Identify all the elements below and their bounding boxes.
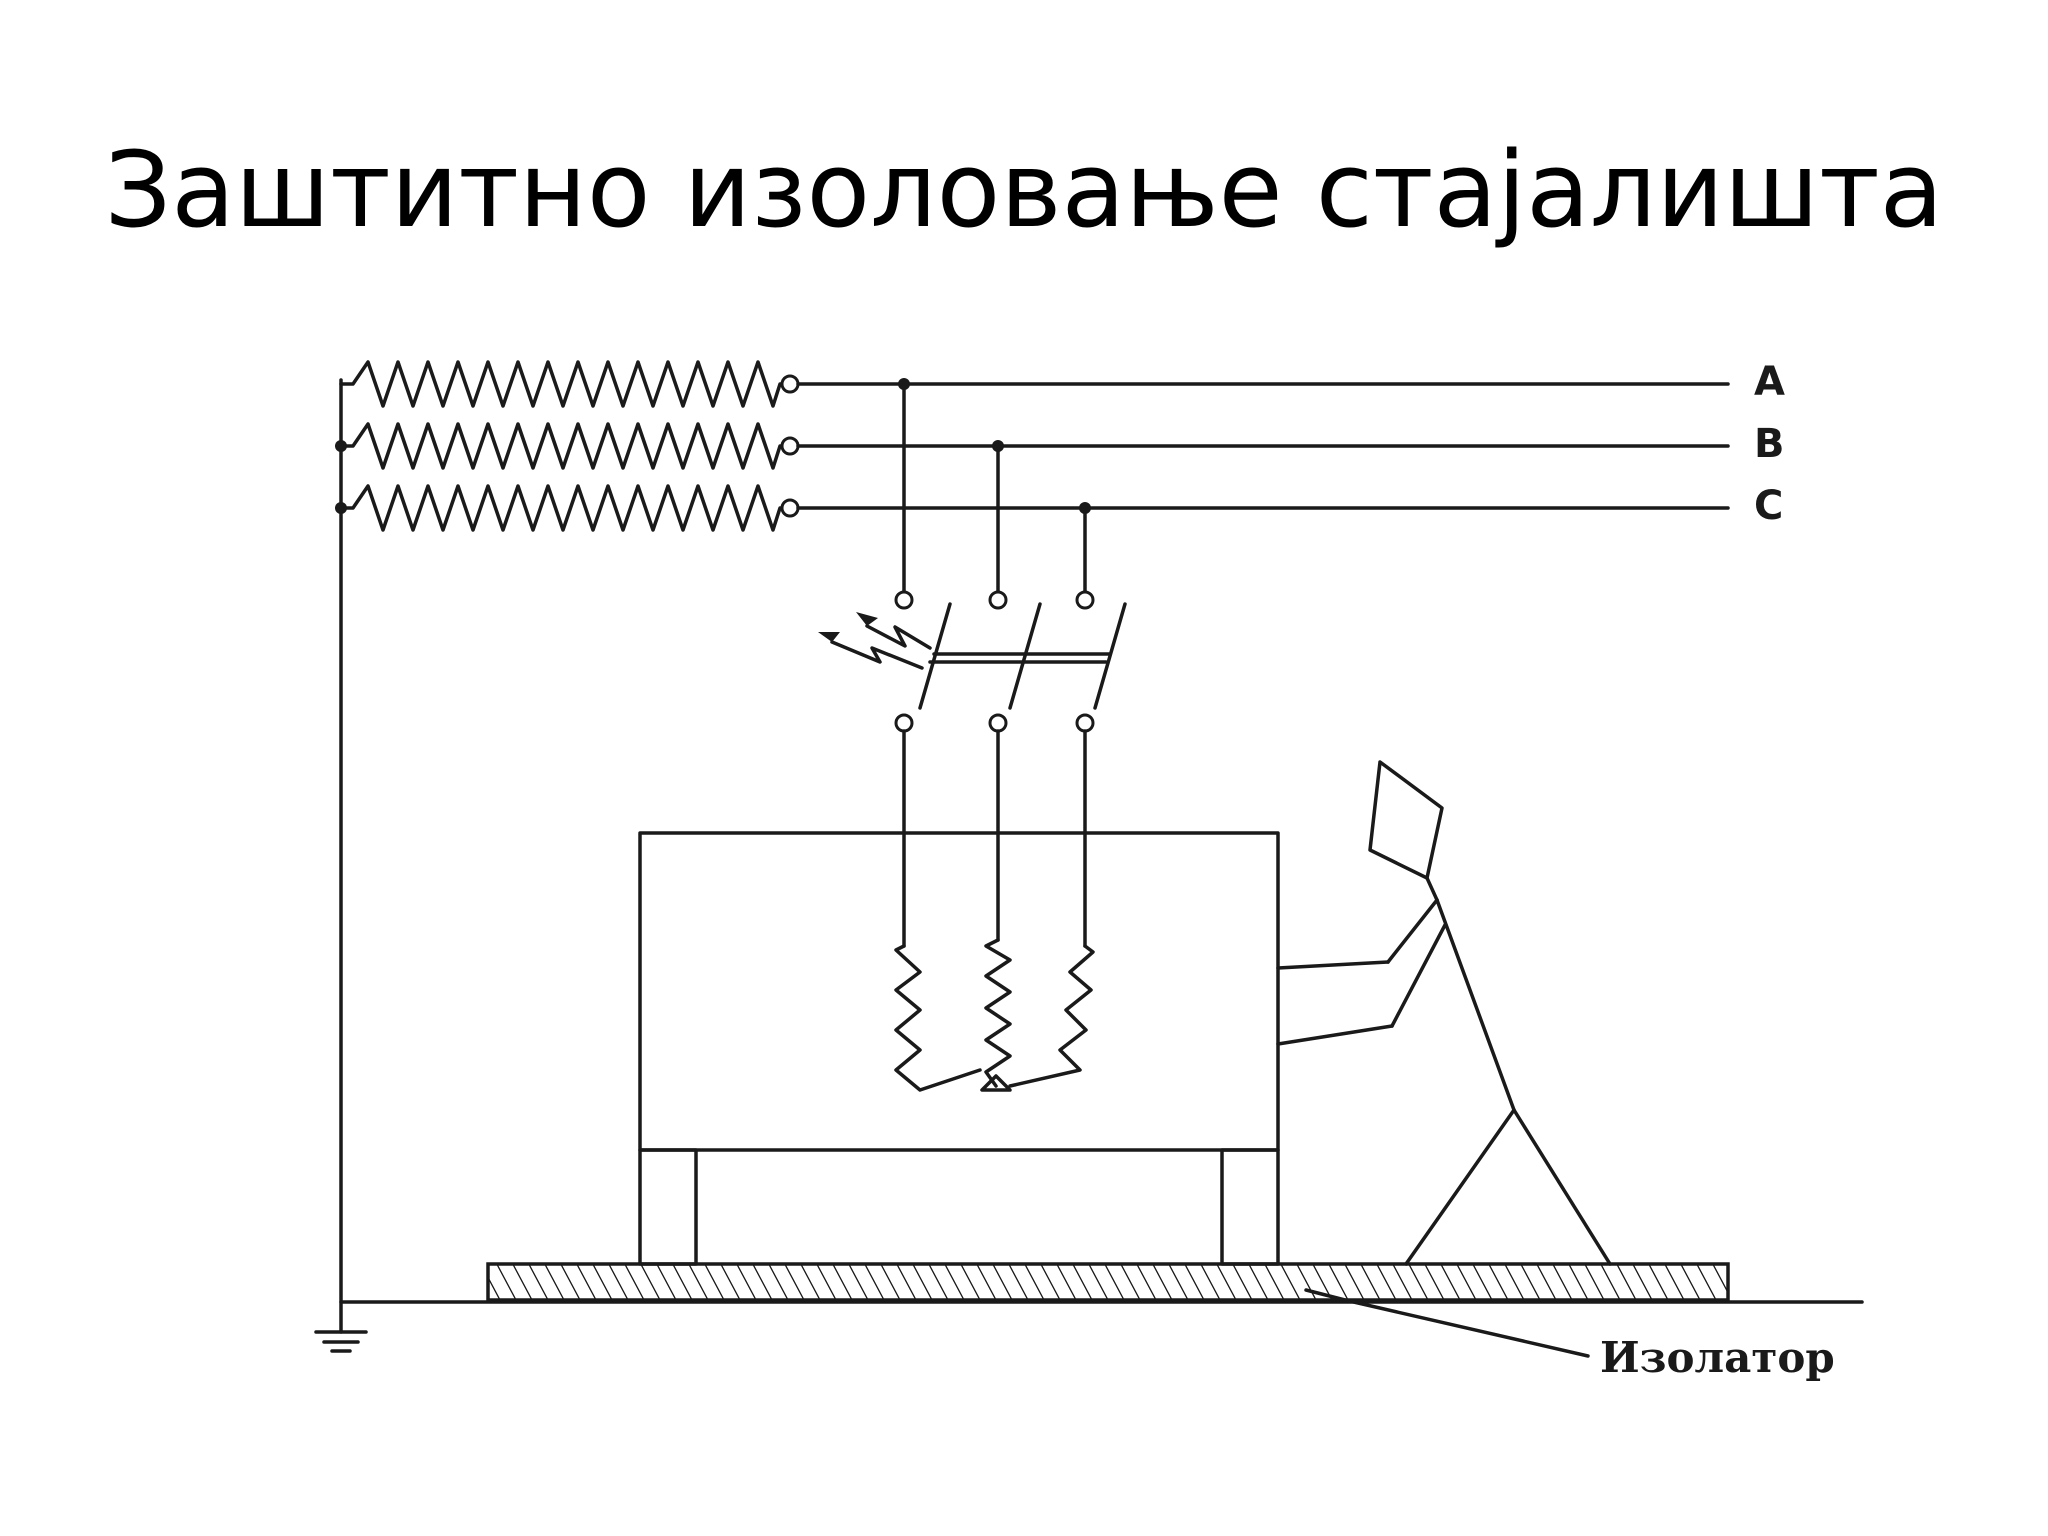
person-leg-left [1404, 1108, 1516, 1266]
earth-symbol [314, 1330, 368, 1353]
equipment-leg-left [638, 1148, 698, 1266]
star-point [980, 1074, 1012, 1092]
person-figure [1276, 760, 1612, 1266]
generator-windings [339, 360, 786, 532]
person-arm-upper-hand [1276, 960, 1390, 970]
phase-label-c: C [1754, 483, 1783, 529]
three-pole-switch [894, 590, 1127, 733]
winding-phase-a [339, 360, 786, 408]
person-arm-lower [1390, 923, 1447, 1028]
insulator-label: Изолатор [1600, 1333, 1835, 1382]
slide-title: Заштитно изоловање стајалишта [104, 129, 1944, 251]
equipment-leg-right [1220, 1148, 1280, 1266]
person-neck [1425, 876, 1439, 902]
star-load-windings [894, 938, 1095, 1092]
person-head [1368, 760, 1444, 880]
phase-label-a: A [1754, 359, 1785, 405]
equipment-feeders [902, 729, 1087, 948]
winding-phase-b [339, 422, 786, 470]
phase-label-b: B [1754, 421, 1785, 467]
insulator-mat [486, 1262, 1730, 1302]
earth-conductor [335, 378, 1864, 1334]
phase-lines: A B C [780, 359, 1785, 529]
person-torso [1435, 898, 1516, 1112]
person-arm-upper [1386, 898, 1439, 964]
spark-arrows-icon [818, 612, 932, 670]
insulator-callout: Изолатор [1304, 1288, 1835, 1382]
person-arm-lower-hand [1276, 1024, 1394, 1046]
person-leg-right [1512, 1108, 1612, 1266]
switch-feeders [898, 378, 1091, 594]
winding-phase-c [339, 484, 786, 532]
equipment-housing [638, 831, 1280, 1266]
